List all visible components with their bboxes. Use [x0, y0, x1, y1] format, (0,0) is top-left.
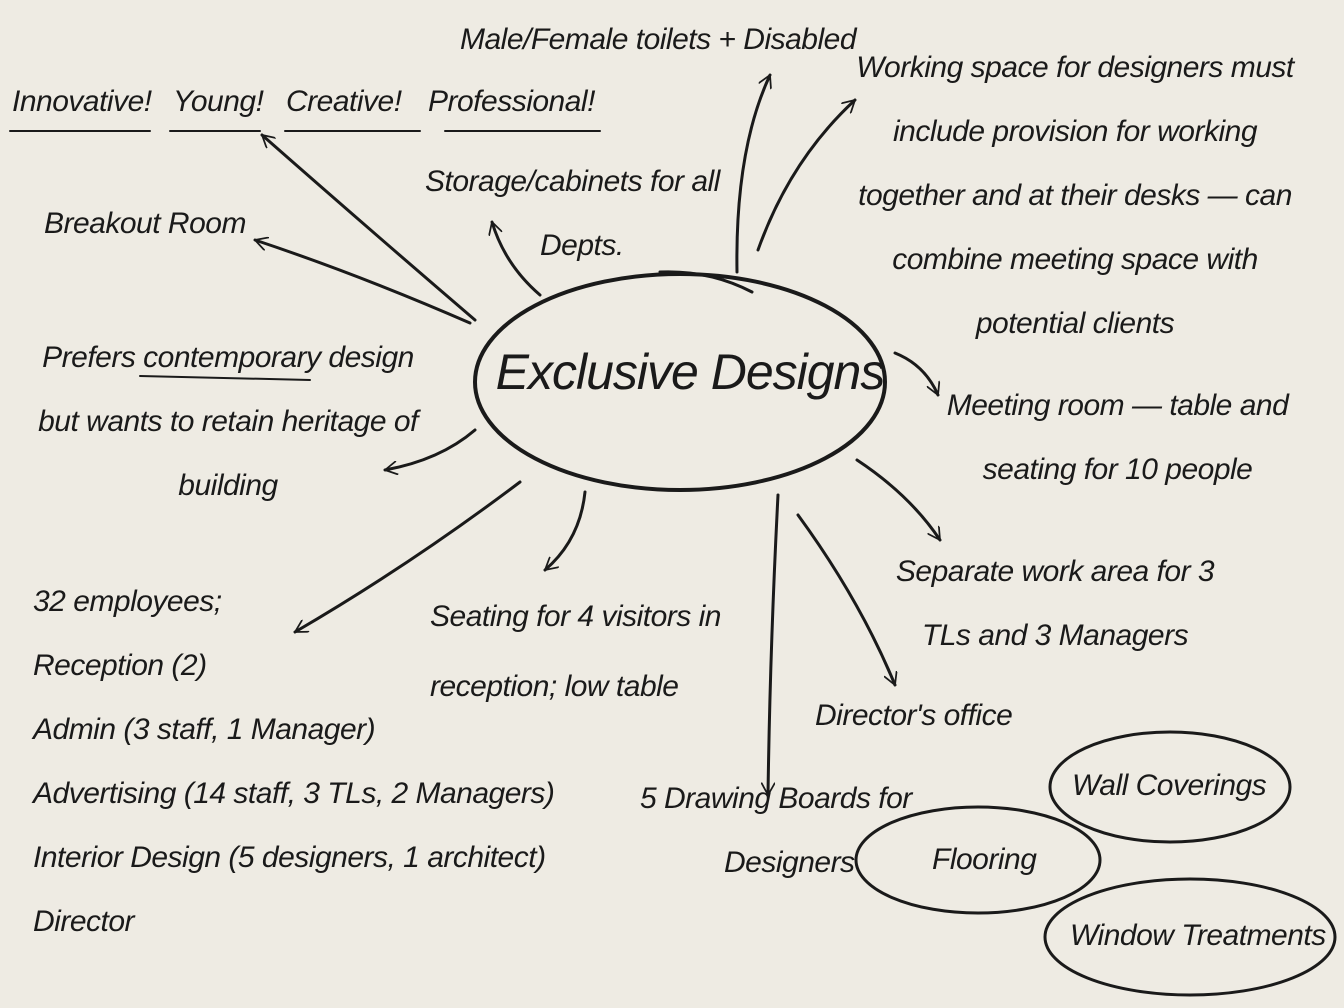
arrow-storage [492, 222, 542, 297]
text-line: Advertising (14 staff, 3 TLs, 2 Managers… [33, 777, 555, 810]
text-line: include provision for working [892, 115, 1258, 148]
breakout-node: Breakout Room [44, 207, 246, 240]
working-space-node: Working space for designers must include… [840, 36, 1310, 356]
director-office-node: Director's office [815, 699, 1013, 732]
value-professional: Professional! [428, 85, 595, 118]
value-young: Young! [173, 85, 264, 118]
meeting-room-node: Meeting room — table and seating for 10 … [925, 374, 1310, 502]
window-treatments-ellipse [1043, 877, 1337, 997]
text-line: Admin (3 staff, 1 Manager) [33, 713, 376, 746]
wall-coverings-node: Wall Coverings [1072, 769, 1267, 802]
arrow-working-space [756, 98, 857, 252]
text-line: Seating for 4 visitors in [430, 600, 721, 633]
text-line: Designers [724, 846, 855, 879]
flooring-ellipse [854, 805, 1102, 915]
arrow-employees [295, 480, 522, 634]
text-line: potential clients [975, 307, 1175, 340]
text-line: Prefers contemporary design [42, 341, 414, 374]
text-line: TLs and 3 Managers [921, 619, 1189, 652]
arrow-seating [543, 490, 587, 572]
value-innovative: Innovative! [12, 85, 152, 118]
text-line: reception; low table [430, 670, 679, 703]
arrow-design-pref [385, 428, 477, 470]
text-line: Interior Design (5 designers, 1 architec… [33, 841, 546, 874]
text-line: Director [33, 905, 135, 938]
seating-node: Seating for 4 visitors in reception; low… [430, 582, 721, 722]
text-line: combine meeting space with [892, 243, 1258, 276]
text-line: Depts. [540, 229, 624, 262]
separate-area-node: Separate work area for 3 TLs and 3 Manag… [875, 540, 1235, 668]
storage-node: Storage/cabinets for all Depts. [425, 150, 720, 278]
arrow-values [260, 133, 477, 322]
arrow-breakout [255, 240, 472, 325]
text-line: Storage/cabinets for all [425, 165, 720, 198]
text-line: building [178, 469, 278, 502]
flooring-node: Flooring [932, 843, 1037, 876]
design-pref-node: Prefers contemporary design but wants to… [0, 326, 456, 518]
arrow-drawing-boards [768, 493, 780, 797]
text-line: 32 employees; [33, 585, 222, 618]
text-line: Reception (2) [33, 649, 207, 682]
wall-coverings-ellipse [1048, 730, 1292, 844]
text-line: seating for 10 people [982, 453, 1253, 486]
text-line: Working space for designers must [856, 51, 1294, 84]
text-line: Meeting room — table and [946, 389, 1289, 422]
arrow-director [796, 513, 895, 685]
center-title: Exclusive Designs [495, 344, 886, 400]
text-line: together and at their desks — can [858, 179, 1292, 212]
arrow-toilets [735, 75, 770, 274]
employees-node: 32 employees; Reception (2) Admin (3 sta… [33, 570, 555, 954]
text-line: 5 Drawing Boards for [640, 782, 912, 815]
text-line: Separate work area for 3 [895, 555, 1215, 588]
arrow-separate [855, 458, 942, 542]
window-treatments-node: Window Treatments [1070, 919, 1326, 952]
center-ellipse [473, 272, 887, 492]
toilets-node: Male/Female toilets + Disabled [460, 23, 857, 56]
drawing-boards-node: 5 Drawing Boards for Designers [640, 767, 912, 895]
arrow-meeting [893, 351, 938, 395]
text-line: but wants to retain heritage of [38, 405, 418, 438]
value-creative: Creative! [286, 85, 402, 118]
